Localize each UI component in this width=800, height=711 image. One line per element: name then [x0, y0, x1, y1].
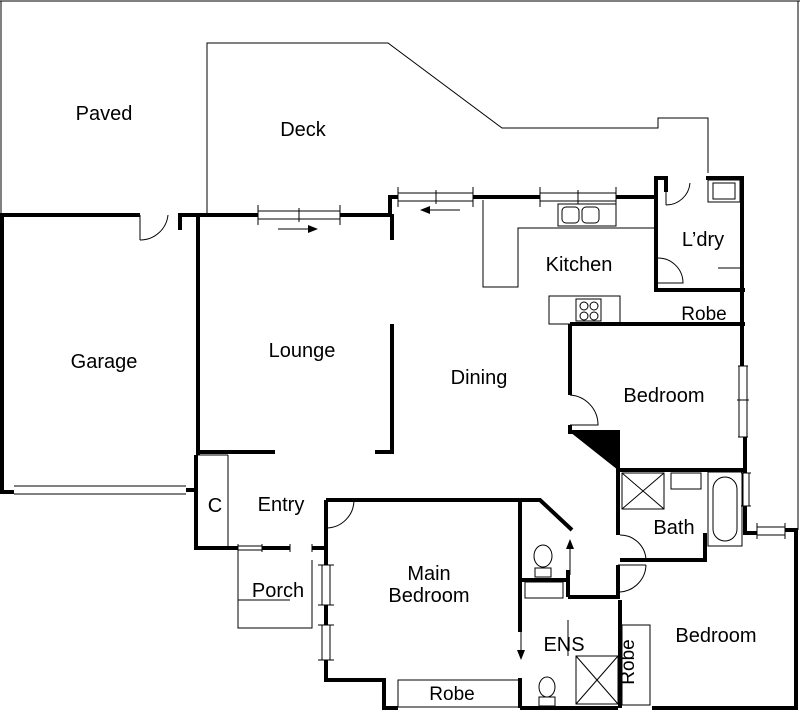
- bath-fixtures: [618, 471, 743, 593]
- kitchen-bench: [482, 200, 656, 325]
- room-label-deck: Deck: [280, 119, 327, 141]
- slide-arrows: [278, 206, 574, 660]
- room-label-kitchen: Kitchen: [546, 254, 613, 276]
- hearth: [570, 432, 618, 470]
- interior-walls: [198, 192, 745, 708]
- room-label-bedroom-3: Bedroom: [675, 625, 756, 647]
- room-label-laundry: L’dry: [682, 229, 724, 251]
- room-label-garage: Garage: [71, 351, 138, 373]
- room-label-robe-bedroom-3: Robe: [618, 639, 639, 684]
- room-label-paved: Paved: [76, 103, 133, 125]
- room-label-lounge: Lounge: [269, 340, 336, 362]
- room-label-cupboard: C: [208, 495, 222, 517]
- room-label-ensuite: ENS: [543, 634, 584, 656]
- room-label-bedroom-2: Bedroom: [623, 385, 704, 407]
- ensuite-fixtures: [524, 544, 619, 707]
- door-swings: [196, 394, 599, 629]
- site-boundary: [0, 0, 800, 530]
- deck-outline: [206, 42, 709, 213]
- room-label-dining: Dining: [451, 367, 508, 389]
- room-label-porch: Porch: [252, 580, 304, 602]
- room-label-robe-laundry: Robe: [681, 304, 726, 325]
- room-label-robe-main: Robe: [429, 684, 474, 705]
- windows: [237, 187, 786, 661]
- room-label-bath: Bath: [653, 517, 694, 539]
- robe-outlines: [397, 624, 651, 708]
- room-label-entry: Entry: [258, 494, 305, 516]
- laundry-fixtures: [657, 179, 743, 294]
